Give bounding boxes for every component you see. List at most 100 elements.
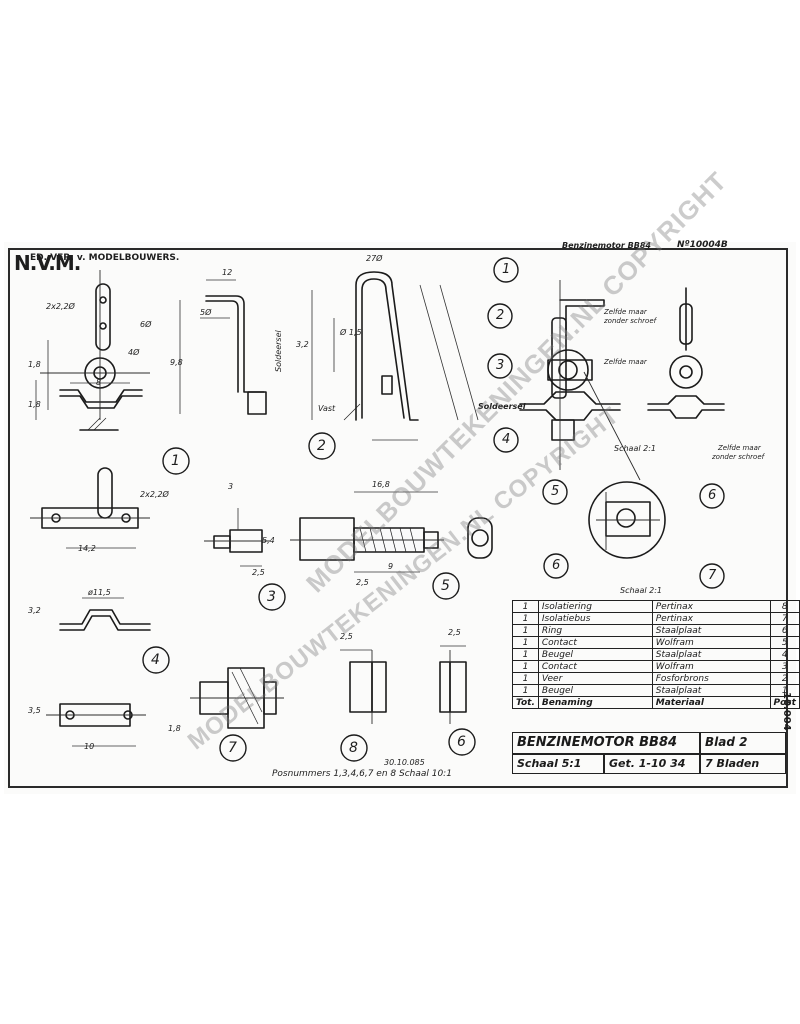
org-name: ED. VER. v. MODELBOUWERS. — [30, 253, 180, 263]
assembly-balloon-7: 7 — [708, 568, 717, 583]
bom-cell-desc: Isolatiebus — [537, 612, 653, 625]
bom-cell-mat: Wolfram — [651, 636, 771, 649]
title-block-scale: Schaal 5:1 — [512, 754, 604, 774]
vast-label: Vast — [318, 404, 336, 413]
bom-cell-pos: 6 — [769, 624, 800, 637]
assembly-balloon-4: 4 — [502, 432, 511, 447]
bom-cell-desc: Beugel — [537, 648, 653, 661]
dim-label: 10 — [84, 742, 95, 751]
bom-cell-qty: 1 — [512, 684, 539, 697]
bom-cell-mat: Staalplaat — [651, 648, 771, 661]
dim-label: 5Ø — [200, 308, 212, 317]
soldeersel-label-vertical: Soldeersel — [274, 330, 283, 372]
bom-cell-pos: 2 — [769, 672, 800, 685]
bom-cell-pos: 3 — [769, 660, 800, 673]
bom-cell-desc: Benaming — [537, 696, 653, 709]
bom-cell-mat: Pertinax — [651, 600, 771, 613]
bom-cell-qty: 1 — [512, 636, 539, 649]
footer-note: Posnummers 1,3,4,6,7 en 8 Schaal 10:1 — [272, 769, 452, 779]
assembly-balloon-3: 3 — [496, 358, 505, 373]
dim-label: 12 — [222, 268, 233, 277]
title-block-drawn: Get. 1-10 34 — [604, 754, 700, 774]
note-same-2: Zelfde maar — [718, 444, 761, 452]
balloon-part-6: 6 — [457, 734, 466, 750]
bom-cell-pos: 4 — [769, 648, 800, 661]
balloon-part-4: 4 — [151, 652, 160, 668]
bom-cell-desc: Contact — [537, 636, 653, 649]
assembly-view — [519, 280, 725, 559]
part-4-clip — [59, 597, 151, 631]
part-1-side-view — [179, 279, 267, 415]
bom-cell-pos: Post — [769, 696, 800, 709]
part-6-washer — [439, 645, 467, 724]
note-same-1b: zonder schroef — [604, 317, 657, 325]
part-3-contact — [204, 508, 270, 567]
bom-cell-desc: Beugel — [537, 684, 653, 697]
balloon-part-2: 2 — [317, 438, 326, 454]
dim-label: 16,8 — [372, 480, 390, 489]
bom-cell-mat: Staalplaat — [651, 624, 771, 637]
bom-cell-desc: Contact — [537, 660, 653, 673]
bom-cell-qty: 1 — [512, 672, 539, 685]
title-block-sheets: 7 Bladen — [700, 754, 786, 774]
bom-cell-qty: Tot. — [512, 696, 539, 709]
part-bracket-lower — [46, 703, 146, 747]
part-1-top-view — [30, 467, 150, 549]
dim-label: 8 — [96, 378, 102, 387]
dim-label: 3,2 — [296, 340, 309, 349]
dim-label: 2,5 — [340, 632, 353, 641]
part-5-screw — [290, 491, 493, 573]
dim-label: 4Ø — [128, 348, 140, 357]
dim-label: 2,5 — [252, 568, 265, 577]
part-8-ring — [340, 649, 387, 724]
bom-cell-desc: Isolatiering — [537, 600, 653, 613]
bom-cell-qty: 1 — [512, 600, 539, 613]
balloon-part-7: 7 — [228, 740, 237, 756]
title-block-title: BENZINEMOTOR BB84 — [512, 732, 700, 754]
schaal-label-1: Schaal 2:1 — [614, 444, 656, 453]
bom-cell-qty: 1 — [512, 648, 539, 661]
dim-label: 6Ø — [140, 320, 152, 329]
schaal-label-2: Schaal 2:1 — [620, 586, 662, 595]
bom-cell-mat: Materiaal — [651, 696, 771, 709]
balloon-part-5: 5 — [441, 578, 450, 594]
dim-label: 3,5 — [28, 706, 41, 715]
dim-label: ø11,5 — [88, 588, 111, 597]
side-drawing-number: 10.004 — [781, 692, 792, 731]
dim-label: 1,8 — [168, 724, 181, 733]
dim-label: 1,8 — [28, 360, 41, 369]
bom-cell-qty: 1 — [512, 624, 539, 637]
part-2-spring — [311, 271, 479, 441]
dim-label: 2,5 — [356, 578, 369, 587]
part-1-front-view — [35, 270, 150, 431]
dim-label: 5,4 — [262, 536, 275, 545]
bom-cell-mat: Fosforbrons — [651, 672, 771, 685]
note-same-2b: zonder schroef — [712, 453, 765, 461]
bom-cell-pos: 1 — [769, 684, 800, 697]
title-line: Benzinemotor BB84 — [562, 241, 651, 250]
bom-cell-pos: 8 — [769, 600, 800, 613]
title-block-sheet: Blad 2 — [700, 732, 786, 754]
part-7-bush — [190, 667, 284, 729]
note-same-1: Zelfde maar — [604, 308, 647, 316]
bom-cell-mat: Pertinax — [651, 612, 771, 625]
bom-cell-mat: Staalplaat — [651, 684, 771, 697]
dim-label: 9,8 — [170, 358, 183, 367]
dim-label: 3 — [228, 482, 234, 491]
bom-cell-pos: 7 — [769, 612, 800, 625]
drawing-border — [8, 248, 788, 788]
dim-label: 27Ø — [366, 254, 383, 263]
bom-cell-qty: 1 — [512, 612, 539, 625]
dim-label: 2x2,2Ø — [140, 490, 169, 499]
assembly-balloon-6b: 6 — [552, 558, 561, 573]
dim-label: 3,2 — [28, 606, 41, 615]
